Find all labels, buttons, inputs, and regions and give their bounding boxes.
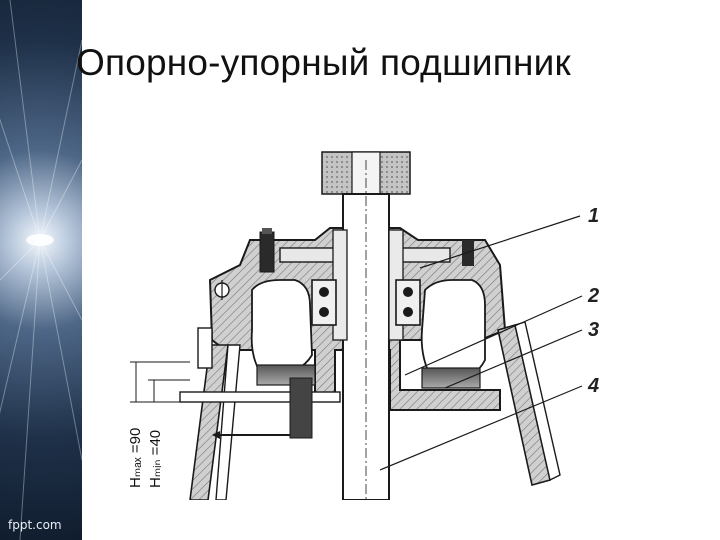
decorative-sidebar: fppt.com	[0, 0, 82, 540]
dimension-lines	[130, 361, 190, 403]
cap-bolts	[259, 228, 474, 273]
brand-label: fppt.com	[8, 518, 62, 532]
support-legs	[189, 321, 561, 500]
bearing-cross-section-diagram: 1 2 3 4 Hₘₐₓ =90 Hₘᵢₙ =40	[127, 151, 599, 500]
callout-leaders	[379, 215, 583, 471]
callout-4: 4	[587, 375, 599, 397]
slide-title: Опорно-упорный подшипник	[76, 42, 571, 83]
oil-piping	[179, 327, 341, 439]
sidebar-rays-graphic	[0, 0, 82, 540]
dimension-h-max: Hₘₐₓ =90	[127, 428, 144, 488]
callout-3: 3	[588, 319, 599, 341]
vertical-shaft	[332, 160, 404, 500]
callout-1: 1	[588, 205, 599, 227]
callout-2: 2	[587, 285, 599, 307]
ball-bearings	[311, 279, 421, 326]
dimension-h-min: Hₘᵢₙ =40	[147, 430, 164, 488]
